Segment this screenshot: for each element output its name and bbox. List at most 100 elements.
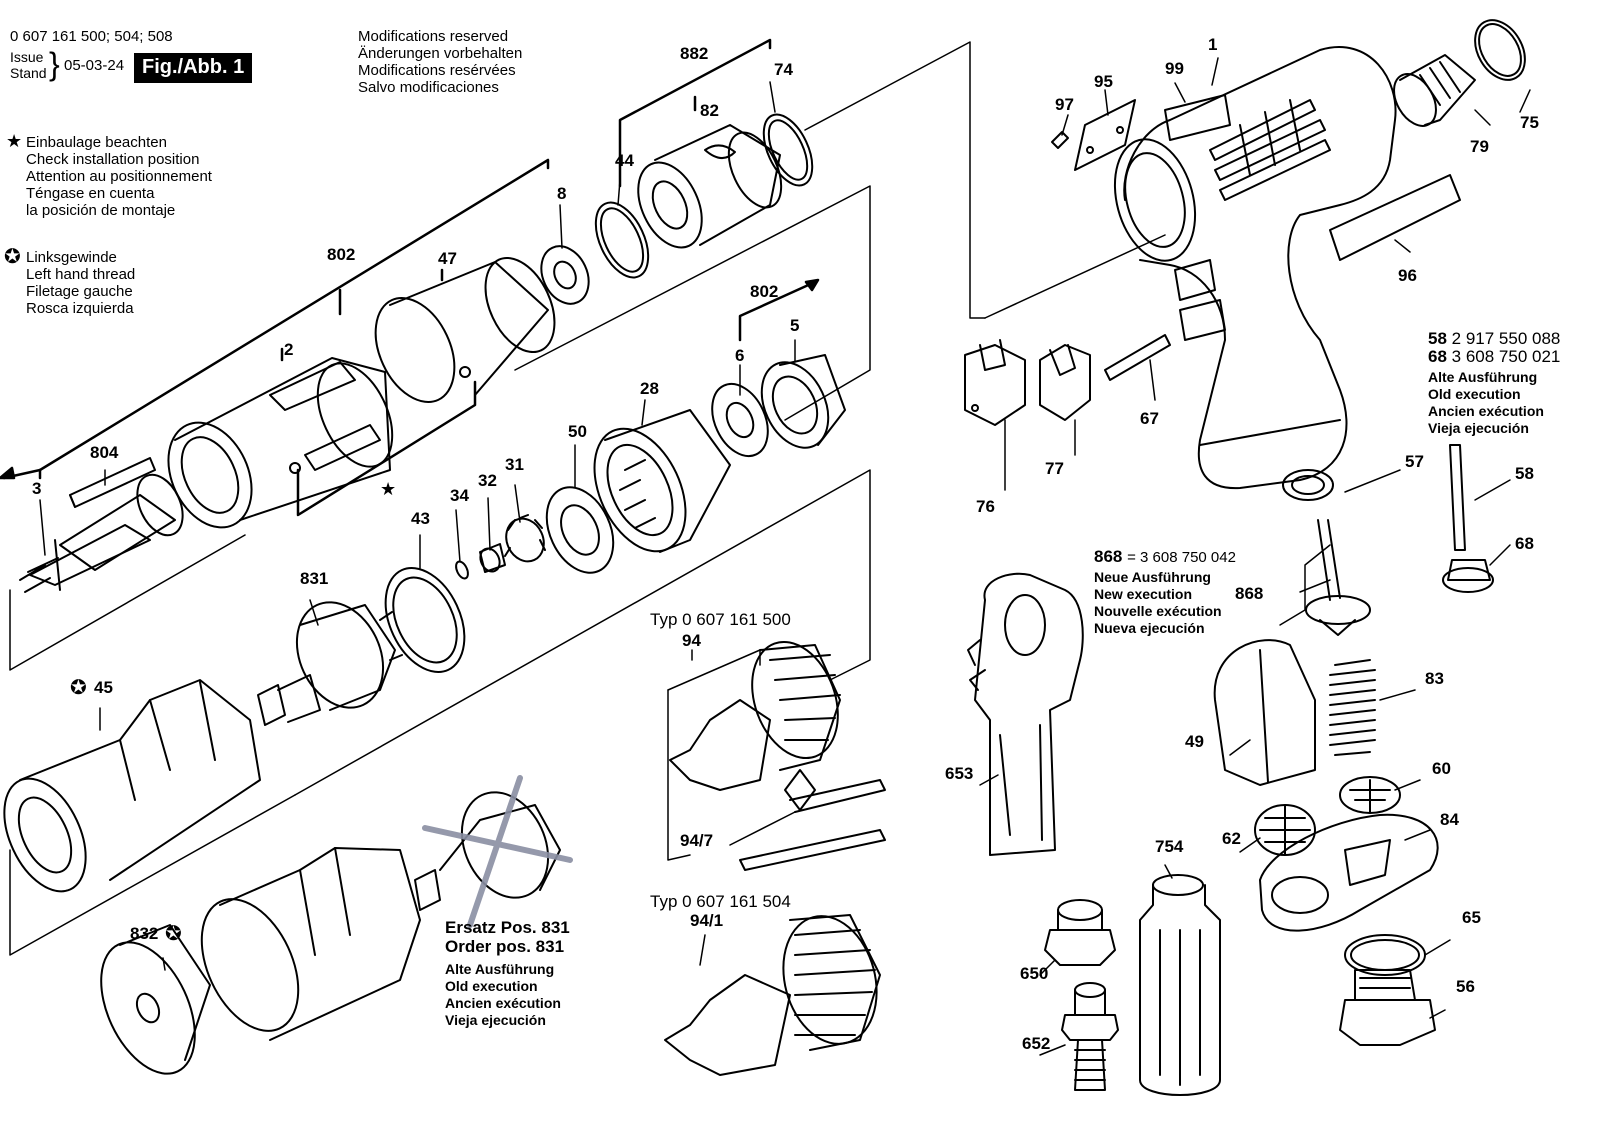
part-label-34: 34 [450,486,469,505]
part-label-43: 43 [411,509,430,528]
part-label-96: 96 [1398,266,1417,285]
old-exec-fr: Ancien exécution [1428,403,1544,419]
part-label-95: 95 [1094,72,1113,91]
valve-parts-57-868-58-68 [1282,444,1494,636]
handle-part-653 [967,572,1084,856]
issue-brace: } [49,46,60,82]
part-label-57: 57 [1405,452,1424,471]
part-label-77: 77 [1045,459,1064,478]
frame-lines [9,41,986,956]
figure-label: Fig./Abb. 1 [134,53,253,83]
part-label-802-right: 802 [750,282,779,301]
issue-label: Issue [10,49,44,65]
silencer-part-754 [1139,874,1221,1096]
carrier-part-831 [257,601,403,726]
part-label-868: 868 [1235,584,1264,603]
old-58-number: 58 [1428,329,1447,348]
spring-part-83 [1329,659,1376,756]
part-label-94-7: 94/7 [680,831,714,850]
nut-part-5 [760,354,846,449]
replacement-old-exec-en: Old execution [445,978,538,994]
new-868-code: = 3 608 750 042 [1127,549,1236,566]
old-68-code: 3 608 750 021 [1451,347,1561,366]
rotor-part-3 [19,473,184,593]
part-label-754: 754 [1155,837,1184,856]
old-exec-de: Alte Ausführung [1428,369,1538,385]
blade-part-804 [69,457,156,508]
trigger-parts-76-77 [964,339,1091,426]
part-label-65: 65 [1462,908,1481,927]
legend-lh-line-3: Filetage gauche [26,283,133,300]
bearing-part-8 [540,245,590,305]
old-exec-en: Old execution [1428,386,1521,402]
legend-star-line-4: Téngase en cuenta [26,185,155,202]
chuck-part-94-1 [664,914,881,1076]
modifications-en: Modifications reserved [358,28,509,45]
part-label-653: 653 [945,764,974,783]
part-label-60: 60 [1432,759,1451,778]
part-label-68: 68 [1515,534,1534,553]
part-label-652: 652 [1022,1034,1051,1053]
part-label-1: 1 [1208,35,1218,54]
bearing-part-6 [711,382,769,458]
tool-body-part-1 [1113,46,1397,490]
part-label-82: 82 [700,101,719,120]
part-label-804: 804 [90,443,119,462]
old-carrier-crossed [414,775,573,928]
part-label-56: 56 [1456,977,1475,996]
issue-date: 05-03-24 [64,57,125,74]
new-exec-en: New execution [1094,586,1193,602]
left-hand-thread-icon: ✪ [70,677,87,699]
plate-part-84 [1259,813,1439,932]
screen-parts-60-62 [1254,776,1401,856]
part-label-79: 79 [1470,137,1489,156]
legend-star-line-5: la posición de montaje [26,202,176,219]
part-label-49: 49 [1185,732,1204,751]
stand-label: Stand [10,65,47,81]
sleeve-part-47 [374,256,556,403]
new-868-number: 868 [1094,547,1123,566]
part-label-45: 45 [94,678,113,697]
old-exec-es: Vieja ejecución [1428,420,1529,436]
leader-lines [39,57,1531,1056]
part-label-8: 8 [557,184,567,203]
part-label-75: 75 [1520,113,1539,132]
replacement-old-exec-de: Alte Ausführung [445,961,555,977]
o-ring-part-44 [594,201,650,279]
star-icon: ★ [380,479,397,499]
part-label-84: 84 [1440,810,1459,829]
old-68-number: 68 [1428,347,1447,366]
housing-part-45 [3,679,261,893]
part-label-99: 99 [1165,59,1184,78]
part-label-5: 5 [790,316,800,335]
legend-lh-line-4: Rosca izquierda [26,300,134,317]
filter-part-49 [1213,639,1316,786]
old-58-code: 2 917 550 088 [1451,329,1561,348]
label-parts-95-97-99 [1051,94,1231,171]
typ-504-label: Typ 0 607 161 504 [650,892,791,911]
modifications-es: Salvo modificaciones [358,79,499,96]
part-label-32: 32 [478,471,497,490]
legend-lh-line-2: Left hand thread [26,266,136,283]
part-label-50: 50 [568,422,587,441]
washer-part-43 [384,567,466,673]
bracket-lines [0,38,820,517]
part-label-2: 2 [284,340,294,359]
star-icon: ★ [6,131,23,151]
typ-500-label: Typ 0 607 161 500 [650,610,791,629]
replacement-de: Ersatz Pos. 831 [445,918,570,937]
modifications-fr: Modifications resérvées [358,62,516,79]
left-hand-thread-icon: ✪ [4,246,21,268]
left-hand-thread-icon: ✪ [165,923,182,945]
legend-lh-line-1: Linksgewinde [26,249,117,266]
legend-star-line-2: Check installation position [26,151,200,168]
new-exec-es: Nueva ejecución [1094,620,1205,636]
part-label-3: 3 [32,479,42,498]
part-label-83: 83 [1425,669,1444,688]
part-label-67: 67 [1140,409,1159,428]
new-exec-de: Neue Ausführung [1094,569,1211,585]
part-label-47: 47 [438,249,457,268]
ring-gear-part-28 [593,409,731,553]
washer-part-50 [545,486,615,574]
